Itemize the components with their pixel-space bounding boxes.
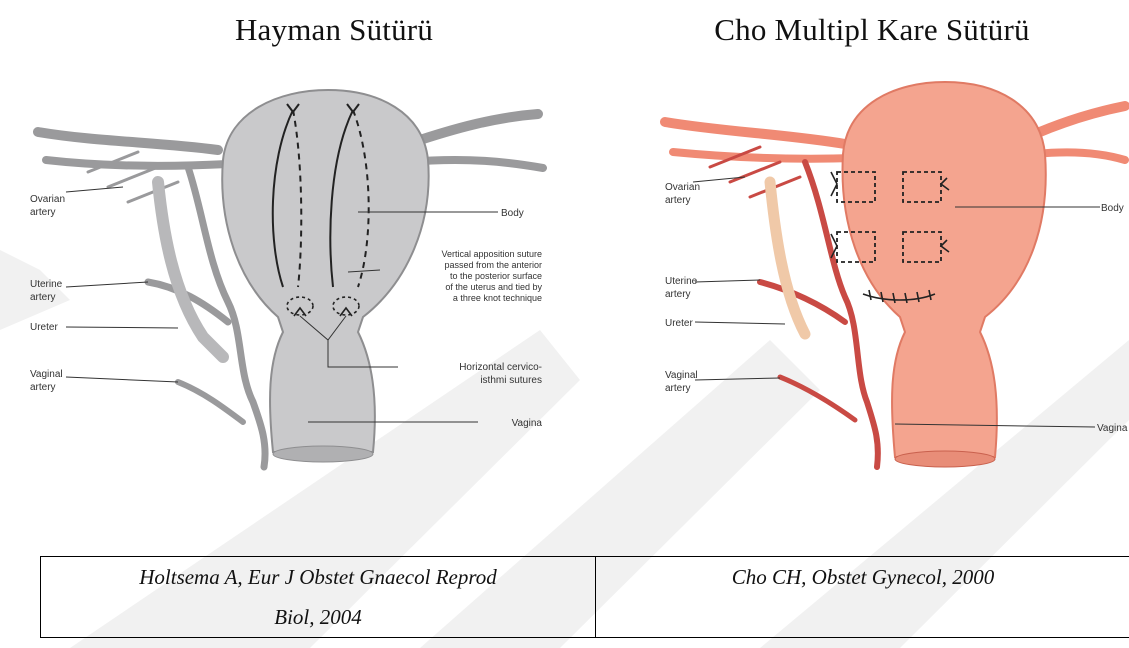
svg-text:of the uterus and tied by: of the uterus and tied by [445, 282, 542, 292]
svg-text:Body: Body [1101, 203, 1124, 214]
svg-text:to the posterior surface: to the posterior surface [450, 271, 542, 281]
references-table: Holtsema A, Eur J Obstet Gnaecol Reprod … [40, 556, 1129, 638]
hayman-title: Hayman Sütürü [104, 12, 564, 48]
svg-text:artery: artery [30, 292, 56, 303]
svg-text:Vaginal: Vaginal [30, 369, 63, 380]
svg-text:Ureter: Ureter [30, 322, 58, 333]
svg-text:artery: artery [30, 207, 56, 218]
reference-cho-text: Cho CH, Obstet Gynecol, 2000 [608, 557, 1118, 597]
svg-text:Body: Body [501, 208, 524, 219]
svg-text:Ureter: Ureter [665, 318, 693, 329]
left-vagina-opening [273, 446, 373, 462]
right-uterus-shape [843, 82, 1046, 457]
svg-text:Vaginal: Vaginal [665, 370, 698, 381]
reference-hayman: Holtsema A, Eur J Obstet Gnaecol Reprod … [41, 557, 596, 638]
right-ureter [770, 182, 805, 334]
svg-text:Uterine: Uterine [30, 279, 63, 290]
svg-text:Vertical apposition suture: Vertical apposition suture [441, 249, 542, 259]
svg-text:Uterine: Uterine [665, 276, 698, 287]
references-row: Holtsema A, Eur J Obstet Gnaecol Reprod … [41, 557, 1129, 638]
svg-text:artery: artery [665, 289, 691, 300]
svg-text:Ovarian: Ovarian [30, 194, 65, 205]
svg-text:Vagina: Vagina [512, 418, 543, 429]
cho-title: Cho Multipl Kare Sütürü [662, 12, 1082, 48]
svg-text:a three knot technique: a three knot technique [453, 293, 542, 303]
svg-text:artery: artery [30, 382, 56, 393]
reference-hayman-line2: Biol, 2004 [53, 597, 583, 637]
hayman-uterus-diagram: Ovarian artery Uterine artery Ureter Vag… [28, 72, 548, 492]
svg-text:isthmi sutures: isthmi sutures [480, 375, 542, 386]
reference-cho: Cho CH, Obstet Gynecol, 2000 [596, 557, 1129, 638]
svg-text:Horizontal cervico-: Horizontal cervico- [459, 362, 542, 373]
svg-text:Ovarian: Ovarian [665, 182, 700, 193]
svg-text:artery: artery [665, 383, 691, 394]
right-vagina-opening [895, 451, 995, 467]
svg-text:Vagina: Vagina [1097, 423, 1128, 434]
svg-text:artery: artery [665, 195, 691, 206]
cho-uterus-diagram: Ovarian artery Uterine artery Ureter Vag… [655, 72, 1129, 492]
reference-hayman-line1: Holtsema A, Eur J Obstet Gnaecol Reprod [53, 557, 583, 597]
svg-text:passed from the anterior: passed from the anterior [444, 260, 542, 270]
